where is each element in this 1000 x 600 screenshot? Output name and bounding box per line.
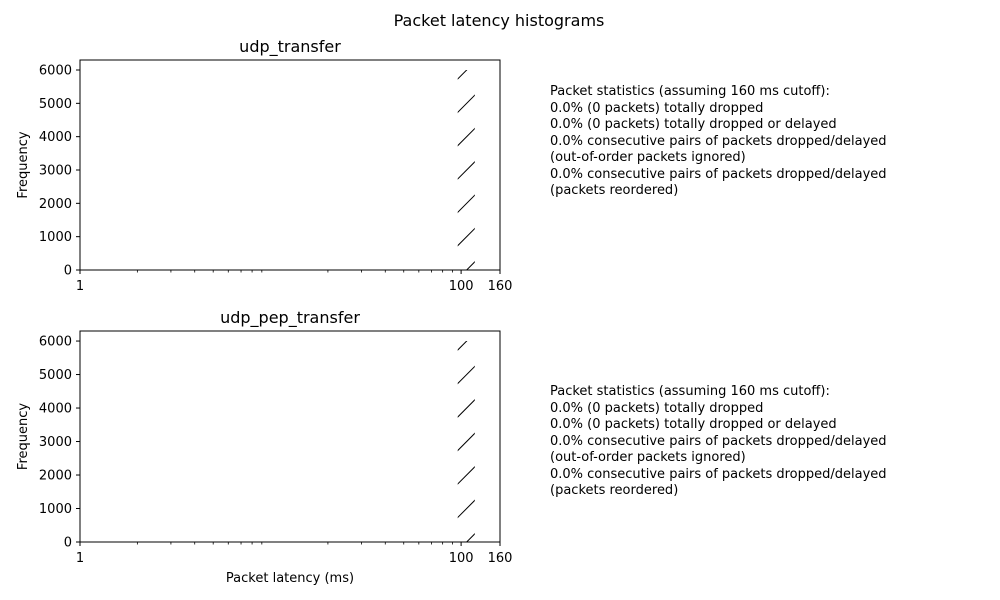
hatch-line [457,94,475,114]
hatch-line [457,70,468,80]
x-tick-label: 1 [76,551,84,566]
y-tick-label: 2000 [39,469,72,484]
hatch-line [457,194,475,214]
histogram-bar-0 [455,70,477,315]
y-tick-label: 0 [64,264,72,279]
y-tick-label: 1000 [39,230,72,245]
stats-line: (packets reordered) [550,183,679,198]
y-tick-label: 3000 [39,435,72,450]
hatch-line [457,466,475,485]
x-tick-label: 100 [449,551,474,566]
axes-title: udp_transfer [239,37,341,57]
hatch-line [455,297,477,319]
bar-hatch [455,70,477,315]
hatch-line [465,533,475,542]
histogram-panel-udp-transfer: udp_transfer 0 1000 2000 3000 4000 5000 6000 1 10… [16,37,513,315]
x-tick-label: 160 [488,279,513,294]
x-tick-label: 1 [76,279,84,294]
axes-title: udp_pep_transfer [220,308,360,328]
y-tick-label: 3000 [39,164,72,179]
x-tick-label: 160 [488,551,513,566]
packet-statistics-udp-pep-transfer: Packet statistics (assuming 160 ms cutof… [550,384,970,500]
stats-line: 0.0% consecutive pairs of packets droppe… [550,466,887,482]
stats-line: 0.0% consecutive pairs of packets droppe… [550,433,887,449]
hatch-line [457,399,475,418]
y-axis-label: Frequency [16,131,31,198]
hatch-line [457,432,475,452]
stats-line: 0.0% consecutive pairs of packets droppe… [550,133,887,149]
stats-line: 0.0% (0 packets) totally dropped or dela… [550,417,837,432]
histogram-panel-udp-pep-transfer: udp_pep_transfer 0 1000 2000 3000 4000 5000 600… [16,297,513,587]
stats-line: (packets reordered) [550,483,679,498]
stats-line: Packet statistics (assuming 160 ms cutof… [550,84,830,99]
stats-line: 0.0% consecutive pairs of packets droppe… [550,166,887,182]
stats-line: (out-of-order packets ignored) [550,450,746,465]
y-axis-label: Frequency [16,403,31,470]
hatch-line [455,565,477,587]
stats-line: Packet statistics (assuming 160 ms cutof… [550,384,830,399]
bar-hatch [455,297,477,587]
hatch-line [457,499,475,519]
figure-suptitle: Packet latency histograms [394,11,605,30]
hatch-line [455,293,477,315]
x-tick-label: 100 [449,279,474,294]
axes-frame [79,330,501,543]
x-axis-label: Packet latency (ms) [226,571,354,586]
hatch-line [457,127,475,147]
stats-line: 0.0% (0 packets) totally dropped or dela… [550,117,837,132]
y-tick-label: 6000 [39,335,72,350]
y-tick-label: 5000 [39,97,72,112]
stats-line: 0.0% (0 packets) totally dropped [550,100,764,116]
y-tick-label: 6000 [39,64,72,79]
stats-line: 0.0% (0 packets) totally dropped [550,400,764,416]
y-tick-label: 2000 [39,197,72,212]
hatch-line [465,261,475,270]
y-tick-label: 0 [64,536,72,551]
axes-frame [79,59,501,271]
y-tick-label: 4000 [39,130,72,145]
y-tick-label: 4000 [39,402,72,417]
hatch-line [457,161,475,180]
histogram-bar-0 [455,297,477,587]
y-tick-label: 5000 [39,368,72,383]
hatch-line [457,227,475,247]
hatch-line [457,341,468,351]
stats-line: (out-of-order packets ignored) [550,150,746,165]
y-tick-label: 1000 [39,502,72,517]
packet-statistics-udp-transfer: Packet statistics (assuming 160 ms cutof… [550,84,970,200]
hatch-line [457,365,475,385]
